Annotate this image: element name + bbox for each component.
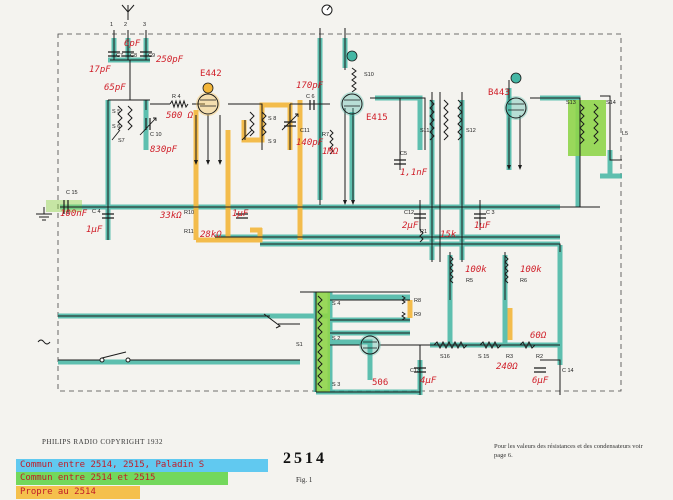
tube-e415 xyxy=(340,50,364,116)
value-c6u: 6µF xyxy=(532,376,549,386)
value-r100b: 100k xyxy=(520,265,542,275)
value-r1m: 1MΩ xyxy=(322,147,339,157)
ref-l5: L5 xyxy=(622,131,628,137)
value-r33: 33kΩ xyxy=(159,211,182,221)
legend-common-all: Commun entre 2514, 2515, Paladin S xyxy=(16,459,268,472)
figure-caption: Fig. 1 xyxy=(296,476,313,484)
ref-s12: S12 xyxy=(466,128,476,134)
value-c1b: 1µF xyxy=(474,221,491,231)
value-c250: 250pF xyxy=(156,55,184,65)
antenna-icon xyxy=(121,4,135,20)
label-tube-e442: E442 xyxy=(200,69,222,79)
ref-r8: R8 xyxy=(414,298,421,304)
ref-c3: C 3 xyxy=(486,210,495,216)
value-r240: 240Ω xyxy=(496,362,518,372)
ground-icon xyxy=(36,207,52,221)
label-tube-e415: E415 xyxy=(366,113,388,123)
ref-c9: C9 xyxy=(148,53,155,59)
ref-r2: R2 xyxy=(536,354,543,360)
value-r100a: 100k xyxy=(465,265,487,275)
ref-s6: S 6 xyxy=(112,124,120,130)
value-r60: 60Ω xyxy=(530,331,547,341)
ref-r1: R1 xyxy=(420,229,427,235)
ref-s14: S14 xyxy=(606,100,616,106)
value-c1u: 1µF xyxy=(232,209,249,219)
ref-s5: S 5 xyxy=(112,109,120,115)
ref-r7: R7 xyxy=(322,132,329,138)
meter-icon xyxy=(321,4,333,16)
ref-s8: S 8 xyxy=(268,116,276,122)
ref-s3: S 3 xyxy=(332,382,340,388)
ref-c12: C12 xyxy=(404,210,414,216)
ref-s10: S10 xyxy=(364,72,374,78)
values-note: Pour les valeurs des résistances et des … xyxy=(494,443,643,459)
ref-c10: C 10 xyxy=(150,132,162,138)
ref-c7: C7 xyxy=(116,53,123,59)
ref-s16: S16 xyxy=(440,354,450,360)
capacitors xyxy=(63,51,546,373)
value-c11: 1,1nF xyxy=(400,168,428,178)
ref-s7: S7 xyxy=(118,138,125,144)
value-r28: 28kΩ xyxy=(200,230,222,240)
ref-s13: S13 xyxy=(566,100,576,106)
value-c6a: 6pF xyxy=(124,39,141,49)
mains-switch-icon xyxy=(99,313,281,363)
filament-arrows xyxy=(194,160,522,205)
value-r500: 500 Ω xyxy=(166,111,194,121)
value-c4: 1µF xyxy=(86,225,103,235)
legend-common-2514-2515: Commun entre 2514 et 2515 xyxy=(16,472,228,485)
terminal-3: 3 xyxy=(143,22,146,28)
terminal-2: 2 xyxy=(124,22,127,28)
value-c170: 170pF xyxy=(296,81,324,91)
terminal-1: 1 xyxy=(110,22,113,28)
ref-c13: C13 xyxy=(410,368,420,374)
value-c2u: 2µF xyxy=(402,221,419,231)
ref-c8: C8 xyxy=(130,53,137,59)
wiring xyxy=(58,28,622,395)
ref-c14: C 14 xyxy=(562,368,574,374)
ref-s9: S 9 xyxy=(268,139,276,145)
value-c65: 65pF xyxy=(104,83,126,93)
tube-506 xyxy=(359,334,381,356)
ref-r9: R9 xyxy=(414,312,421,318)
tube-e442 xyxy=(196,82,220,116)
ref-c6: C 6 xyxy=(306,94,315,100)
trimmer-arrows xyxy=(111,113,299,141)
ref-c15: C 15 xyxy=(66,190,78,196)
value-c100: 100nF xyxy=(60,209,88,219)
value-r15: 15k xyxy=(440,230,457,240)
ref-r3: R3 xyxy=(506,354,513,360)
coils xyxy=(117,67,599,389)
ref-s15: S 15 xyxy=(478,354,489,360)
ref-r6: R6 xyxy=(520,278,527,284)
copyright-line: PHILIPS RADIO COPYRIGHT 1932 xyxy=(42,438,164,446)
mains-symbol-icon xyxy=(37,339,51,345)
value-c17: 17pF xyxy=(89,65,111,75)
ref-s4: S 4 xyxy=(332,301,340,307)
ref-s2: S 2 xyxy=(332,336,340,342)
ref-r5: R5 xyxy=(466,278,473,284)
legend-specific-2514: Propre au 2514 xyxy=(16,486,140,499)
ref-r11: R11 xyxy=(184,229,194,235)
ref-c5: C5 xyxy=(400,151,407,157)
ref-s1: S1 xyxy=(296,342,303,348)
ref-r10: R10 xyxy=(184,210,194,216)
value-c4u: 4µF xyxy=(420,376,437,386)
model-number: 2514 xyxy=(283,450,327,467)
ref-r4: R 4 xyxy=(172,94,181,100)
label-tube-506: 506 xyxy=(372,378,388,388)
value-c140: 140pF xyxy=(296,138,324,148)
ref-c4: C 4 xyxy=(92,209,101,215)
ref-s11: S11 xyxy=(420,128,429,134)
label-tube-b443: B443 xyxy=(488,88,510,98)
tube-b443 xyxy=(504,72,528,120)
value-c830: 830pF xyxy=(150,145,178,155)
ref-c11: C11 xyxy=(300,128,310,134)
